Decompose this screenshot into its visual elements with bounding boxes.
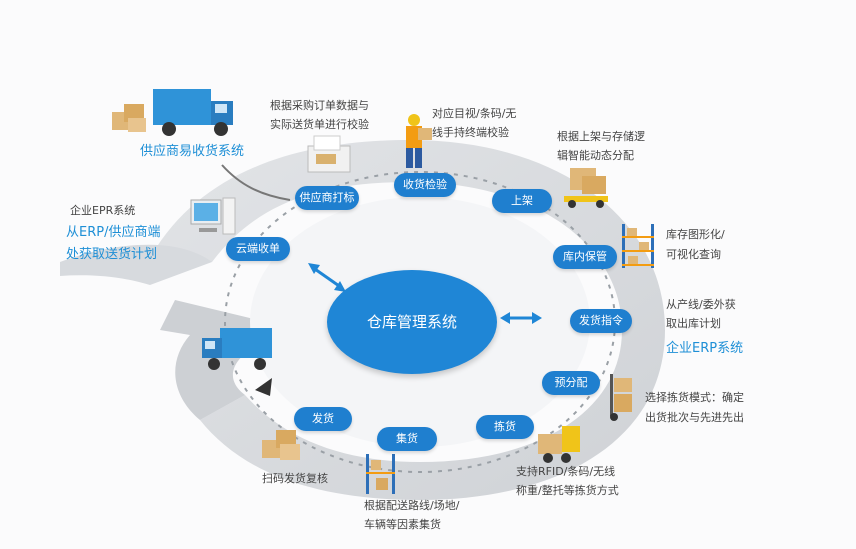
order-line1: 从产线/委外获: [666, 298, 736, 311]
prealloc-line2: 出货批次与先进先出: [645, 411, 744, 424]
erp-small-label: 企业EPR系统: [70, 204, 136, 217]
boxes-icon: [262, 430, 300, 460]
truck-icon: [153, 89, 233, 136]
storage-line1: 库存图形化/: [666, 228, 725, 241]
boxes-icon: [112, 104, 146, 132]
double-arrow-icon: [308, 263, 542, 324]
verify-line2: 实际送货单进行校验: [270, 118, 369, 131]
step-pre-allocate: 预分配: [542, 371, 600, 395]
erp-right-label: 企业ERP系统: [666, 341, 744, 356]
inspect-line1: 对应目视/条码/无: [432, 107, 517, 120]
ring-upper-tail: [60, 244, 212, 285]
step-cloud-order: 云端收单: [226, 237, 290, 261]
shelve-line1: 根据上架与存储逻: [557, 130, 645, 143]
pick-line2: 称重/整托等拣货方式: [516, 484, 619, 497]
arrow-head-icon: [255, 378, 272, 396]
collect-line2: 车辆等因素集货: [364, 518, 441, 531]
shelf-icon: [366, 454, 395, 494]
printer-icon: [307, 135, 351, 173]
step-supplier-label: 供应商打标: [295, 186, 359, 210]
step-ship-order: 发货指令: [570, 309, 632, 333]
shelf-icon: [622, 224, 654, 268]
shelve-line2: 辑智能动态分配: [557, 149, 634, 162]
prealloc-line1: 选择拣货模式：确定: [645, 391, 744, 404]
step-receive-inspect: 收货检验: [394, 173, 456, 197]
pick-line1: 支持RFID/条码/无线: [516, 465, 616, 478]
order-line2: 取出库计划: [666, 317, 721, 330]
collect-line1: 根据配送路线/场地/: [364, 499, 460, 512]
worker-icon: [406, 114, 432, 168]
forklift-icon: [564, 168, 608, 208]
verify-line1: 根据采购订单数据与: [270, 99, 369, 112]
erp-blue-line1: 从ERP/供应商端: [66, 225, 161, 240]
step-picking: 拣货: [476, 415, 534, 439]
step-collect: 集货: [377, 427, 437, 451]
center-wms: 仓库管理系统: [327, 270, 497, 374]
step-storage: 库内保管: [553, 245, 617, 269]
erp-blue-line2: 处获取送货计划: [66, 247, 158, 262]
forklift-icon: [538, 426, 580, 463]
step-ship: 发货: [294, 407, 352, 431]
computer-icon: [190, 197, 236, 235]
truck-icon: [202, 328, 272, 370]
step-shelve: 上架: [492, 189, 552, 213]
inspect-line2: 线手持终端校验: [432, 126, 509, 139]
storage-line2: 可视化查询: [666, 248, 721, 261]
supplier-system-title: 供应商易收货系统: [140, 144, 245, 159]
ship-note: 扫码发货复核: [262, 472, 328, 485]
hand-truck-icon: [610, 374, 632, 421]
